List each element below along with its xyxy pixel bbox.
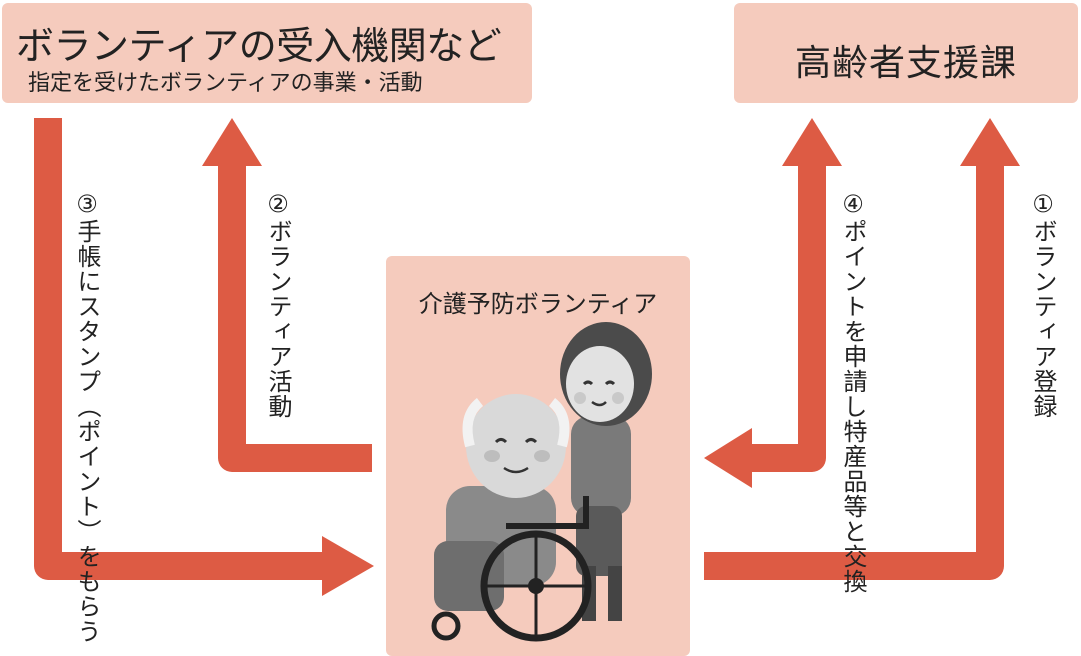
volunteer-organization-box: ボランティアの受入機関など 指定を受けたボランティアの事業・活動 — [2, 3, 532, 103]
arrow-stamp — [34, 118, 374, 596]
wheelchair — [431, 496, 592, 642]
step3-label: ③手帳にスタンプ（ポイント）をもらう — [72, 190, 102, 644]
step4-line2: 特産品等と交換 — [839, 419, 867, 594]
step4-line1: ④ポイントを申請し — [839, 190, 867, 419]
step1-label: ①ボランティア登録 — [1029, 190, 1057, 419]
arrow-point-exchange — [704, 118, 842, 488]
elderly-support-dept-box: 高齢者支援課 — [734, 3, 1078, 103]
step3-line2: をもらう — [73, 544, 101, 644]
department-title: 高齢者支援課 — [794, 43, 1017, 84]
volunteer-box-title: 介護予防ボランティア — [418, 290, 658, 318]
elderly-man-figure — [434, 394, 570, 611]
step4-label: ④ポイントを申請し特産品等と交換 — [838, 190, 868, 594]
care-prevention-volunteer-box: 介護予防ボランティア — [386, 256, 690, 656]
step3-line1: ③手帳にスタンプ（ポイント） — [73, 190, 101, 544]
organization-subtitle: 指定を受けたボランティアの事業・活動 — [28, 71, 423, 96]
step2-label: ②ボランティア活動 — [264, 190, 292, 419]
organization-title: ボランティアの受入機関など — [16, 24, 502, 68]
wheelchair-caregiver-illustration — [431, 322, 652, 642]
arrow-registration — [704, 118, 1020, 580]
arrow-volunteer-activity — [202, 118, 372, 472]
